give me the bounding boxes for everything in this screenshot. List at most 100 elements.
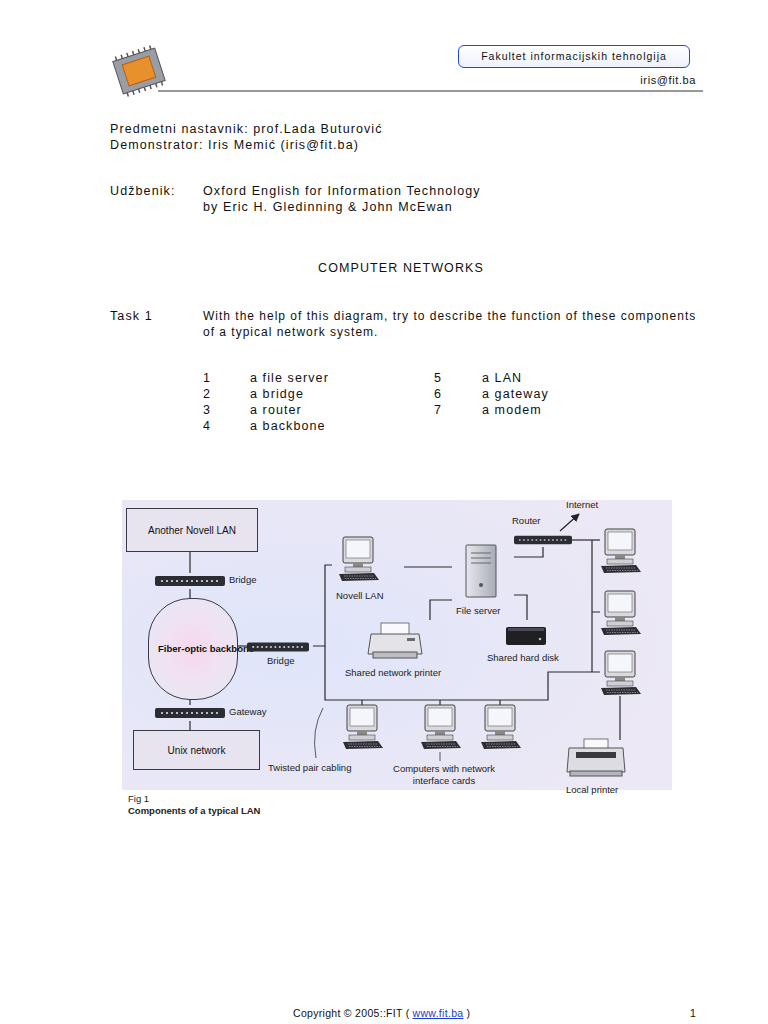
teacher-line: Predmetni nastavnik: prof.Lada Buturović [110,121,383,137]
item-number: 3 [203,402,211,418]
computer [481,705,521,749]
printer-symbol [368,623,422,658]
switch-symbol [155,708,225,718]
lprinter-device: Local printer [560,738,632,798]
network-cable [404,566,452,567]
cable [619,696,620,740]
page-title: COMPUTER NETWORKS [318,260,484,276]
switch-icon [514,534,572,546]
header-rule [158,91,703,92]
device-label: Router [512,515,541,527]
field-name: Udžbenik: [110,183,176,199]
item-number: 7 [434,402,442,418]
node-label: Fiber-optic backbone [158,643,228,655]
cable [325,646,592,700]
printer-icon [367,622,423,660]
network-box: Another Novell LAN [126,508,258,552]
item-text: a bridge [250,386,304,402]
item-text: a file server [250,370,329,386]
switch-device: Bridge [155,573,265,589]
computer [601,529,641,573]
switch-device: Gateway [155,705,275,721]
figure-number: Fig 1 [128,793,149,805]
server-icon [464,543,498,599]
email: iris@fit.ba [640,73,696,87]
node-text: Fiber-optic backbone [158,643,228,655]
disk-device: Shared hard disk [487,620,567,666]
internet-label: Internet [566,499,598,511]
page-footer: Copyright © 2005::FIT (www.fit.ba) [293,1007,470,1020]
item-text: a modem [482,402,542,418]
network-box: Unix network [133,730,260,770]
node-text: Another Novell LAN [148,524,236,537]
network-cable [189,721,190,730]
network-cable [189,700,190,705]
network-cable [313,565,332,646]
cable [572,539,600,540]
item-number: 2 [203,386,211,402]
copyright: ) [466,1007,470,1020]
figure-ground [122,500,672,790]
item-number: 5 [434,370,442,386]
network-cable [514,595,527,620]
figure-caption: Components of a typical LAN [128,805,260,817]
cable [592,540,600,672]
footer-link: www.fit.ba [413,1007,464,1020]
network-cable [238,645,247,646]
node-text: Fakultet informacijskih tehnolgija [481,50,667,63]
item-text: a gateway [482,386,549,402]
node-label: Unix network [168,744,226,757]
device-label: Local printer [566,784,618,796]
item-number: 1 [203,370,211,386]
lprinter-icon [566,738,626,778]
device-label: File server [456,605,500,617]
chip-logo [112,44,167,98]
leader-line [315,708,323,758]
chip-core [122,56,155,86]
switch-icon [155,707,225,719]
computer [343,705,383,749]
device-label: Shared network printer [345,667,441,679]
copyright: Copyright © 2005::FIT ( [293,1007,410,1020]
device-label: Shared hard disk [487,652,559,664]
network-cable [189,552,190,573]
lprinter-symbol [567,739,625,776]
node-label: Another Novell LAN [148,524,236,537]
network-cable [189,589,190,598]
page-number: 1 [690,1007,696,1020]
switch-icon [155,575,225,587]
item-number: 4 [203,418,211,434]
server-symbol [466,545,496,597]
switch-symbol [155,576,225,586]
book-authors: by Eric H. Gledinning & John McEwan [203,199,453,215]
switch-device: Router [512,515,574,547]
assistant-line: Demonstrator: Iris Memić (iris@fit.ba) [110,137,359,153]
node-text: Unix network [168,744,226,757]
pc-device: Novell LAN [332,536,404,604]
switch-device: Bridge [247,640,313,668]
computer [601,651,641,695]
pc-icon [336,536,380,582]
header-title: Fakultet informacijskih tehnolgija [481,50,667,63]
item-text: a LAN [482,370,522,386]
internet-arrow [560,514,579,531]
computer [421,705,461,749]
item-text: a backbone [250,418,326,434]
network-cable [514,547,543,557]
item-text: a router [250,402,302,418]
task-text: With the help of this diagram, try to de… [203,308,708,340]
printer-device: Shared network printer [345,620,460,682]
computer [601,591,641,635]
chip-pins [115,45,162,96]
backbone-oval: Fiber-optic backbone [148,598,238,700]
disk-icon [505,624,547,646]
cable-label: Twisted pair cabling [268,762,351,774]
switch-symbol [514,536,572,544]
device-label: Bridge [267,655,294,667]
header-box: Fakultet informacijskih tehnolgija [458,45,690,68]
item-number: 6 [434,386,442,402]
network-cable [430,600,452,620]
